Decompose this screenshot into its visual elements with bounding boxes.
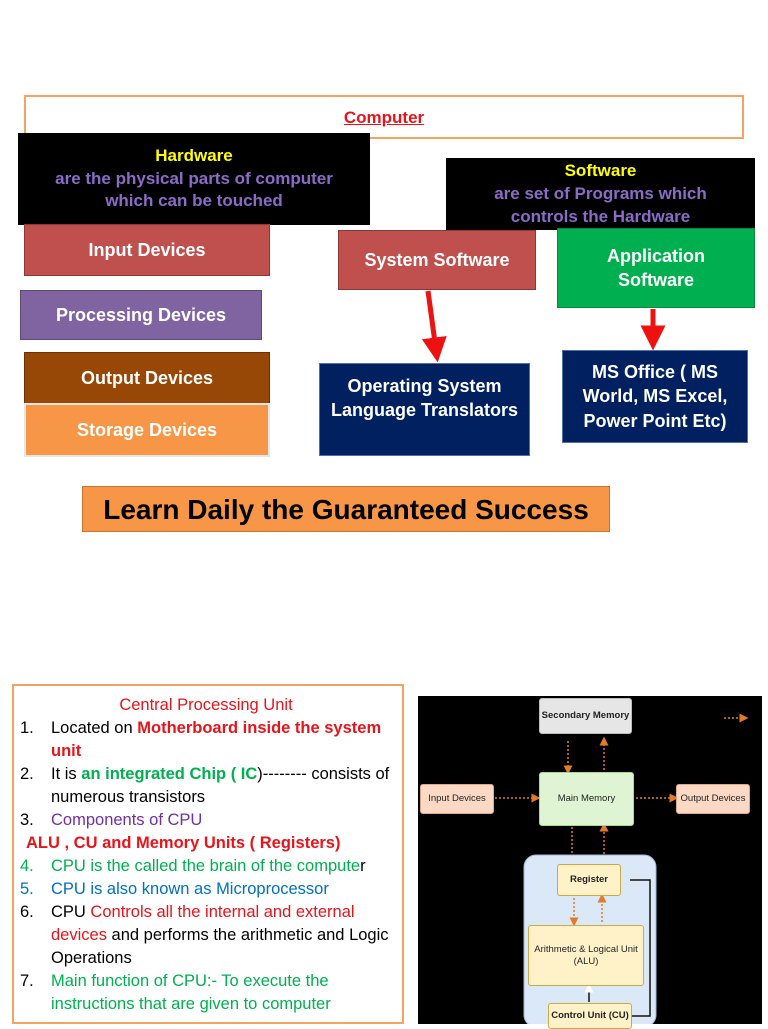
point-number: 4. — [20, 857, 34, 875]
point-text: CPU Controls all the internal and extern… — [51, 901, 392, 970]
point-number: 5. — [20, 880, 34, 898]
system-software-box: System Software — [338, 230, 536, 290]
point-text: It is an integrated Chip ( IC)-------- c… — [51, 763, 392, 809]
os-line1: Operating System — [347, 376, 502, 396]
output-devices-node: Output Devices — [676, 784, 750, 814]
cpu-block-diagram: Secondary Memory Input Devices Main Memo… — [418, 696, 762, 1029]
point-number: 2. — [20, 765, 34, 783]
point-text: CPU is the called the brain of the compu… — [51, 855, 366, 878]
point-text: Located on Motherboard inside the system… — [51, 717, 392, 763]
cpu-info-panel: Central Processing Unit 1. Located on Mo… — [12, 684, 404, 1024]
point-6-a: CPU — [51, 903, 91, 921]
alu-line2: (ALU) — [573, 955, 599, 967]
cpu-point-6: 6. CPU Controls all the internal and ext… — [20, 901, 392, 970]
arrow-system-to-examples — [421, 290, 447, 363]
cpu-title: Central Processing Unit — [119, 696, 293, 714]
cpu-point-1: 1. Located on Motherboard inside the sys… — [20, 717, 392, 763]
main-memory-node: Main Memory — [539, 772, 634, 826]
point-2-b: an integrated Chip ( IC — [81, 765, 258, 783]
input-devices-box: Input Devices — [24, 224, 270, 276]
software-desc-line1: are set of Programs which — [494, 183, 707, 203]
register-node: Register — [557, 864, 621, 896]
software-desc-line2: controls the Hardware — [510, 206, 691, 226]
cpu-point-2: 2. It is an integrated Chip ( IC)-------… — [20, 763, 392, 809]
point-1-a: Located on — [51, 719, 138, 737]
os-line2: Language Translators — [330, 400, 519, 421]
point-1-b: Motherboard inside the system unit — [51, 719, 382, 760]
point-6-b: Controls all the internal and external d… — [51, 903, 355, 944]
hardware-box: Hardware are the physical parts of compu… — [18, 133, 370, 225]
point-2-a: It is — [51, 765, 82, 783]
point-2-c: )-------- consists of numerous transisto… — [51, 765, 390, 806]
cpu-components-list: ALU , CU and Memory Units ( Registers) — [26, 834, 341, 852]
point-number: 6. — [20, 903, 34, 921]
hardware-desc-line1: are the physical parts of computer — [55, 168, 333, 188]
computer-header: Computer — [24, 95, 744, 139]
alu-node: Arithmetic & Logical Unit (ALU) — [528, 925, 644, 986]
system-software-examples: Operating System Language Translators — [319, 363, 530, 456]
alu-line1: Arithmetic & Logical Unit — [534, 943, 638, 955]
point-4-b: r — [360, 857, 366, 875]
secondary-memory-node: Secondary Memory — [539, 698, 632, 734]
processing-devices-box: Processing Devices — [20, 290, 262, 340]
cpu-point-4: 4. CPU is the called the brain of the co… — [20, 855, 392, 878]
software-arrows — [421, 290, 666, 363]
ms-line1: MS Office ( MS — [591, 362, 718, 383]
computer-label: Computer — [343, 108, 425, 127]
software-box: Software are set of Programs which contr… — [446, 158, 755, 230]
point-6-c: and performs the arithmetic and Logic Op… — [51, 926, 389, 967]
application-software-examples: MS Office ( MS World, MS Excel, Power Po… — [562, 350, 748, 443]
ms-line2: World, MS Excel, — [582, 386, 728, 407]
software-title: Software — [564, 161, 637, 180]
cpu-point-3: 3. Components of CPU — [20, 809, 392, 832]
application-software-line2: Software — [617, 270, 695, 290]
storage-devices-box: Storage Devices — [24, 403, 270, 457]
point-number: 1. — [20, 719, 34, 737]
application-software-line1: Application — [607, 245, 705, 266]
learn-daily-banner: Learn Daily the Guaranteed Success — [82, 486, 610, 532]
point-3-text: Components of CPU — [51, 811, 203, 829]
point-4-a: CPU is the called the brain of the compu… — [51, 857, 361, 875]
point-5-text: CPU is also known as Microprocessor — [51, 880, 329, 898]
cpu-point-5: 5. CPU is also known as Microprocessor — [20, 878, 392, 901]
point-number: 3. — [20, 811, 34, 829]
cpu-point-7: 7. Main function of CPU:- To execute the… — [20, 970, 392, 1016]
hardware-desc-line2: which can be touched — [105, 191, 283, 211]
application-software-box: Application Software — [557, 228, 755, 308]
control-unit-node: Control Unit (CU) — [548, 1003, 632, 1029]
hardware-title: Hardware — [155, 145, 233, 165]
input-devices-node: Input Devices — [420, 784, 494, 814]
point-7-text: Main function of CPU:- To execute the in… — [51, 972, 331, 1013]
point-number: 7. — [20, 972, 34, 990]
ms-line3: Power Point Etc) — [583, 410, 727, 431]
